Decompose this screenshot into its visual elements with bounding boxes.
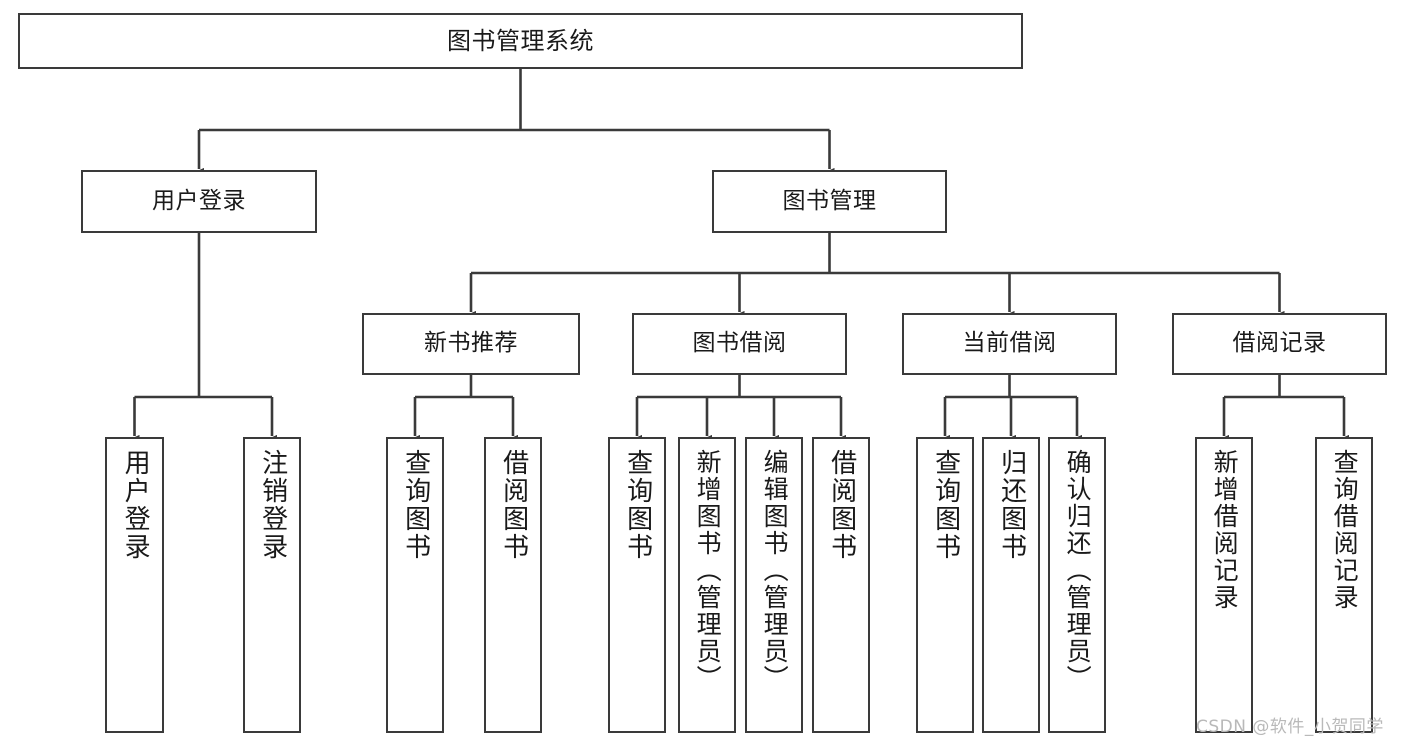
node-root[interactable]: 图书管理系统 (18, 13, 1023, 69)
node-label: 图书借阅 (692, 330, 787, 357)
node-l-b-query[interactable]: 查询图书 (608, 437, 666, 733)
node-label: 查询借阅记录 (1330, 449, 1360, 611)
node-label: 图书管理系统 (447, 26, 594, 55)
node-label: 借阅图书 (826, 449, 857, 561)
node-label: 查询图书 (622, 449, 653, 561)
node-label: 用户登录 (120, 449, 151, 561)
node-label: 当前借阅 (962, 330, 1057, 357)
node-label: 归还图书 (996, 449, 1027, 561)
node-l-b-edit[interactable]: 编辑图书（管理员） (745, 437, 803, 733)
node-l-nb-query[interactable]: 查询图书 (386, 437, 444, 733)
node-l-c-return[interactable]: 归还图书 (982, 437, 1040, 733)
node-label: 注销登录 (257, 449, 288, 561)
node-l-b-borrow[interactable]: 借阅图书 (812, 437, 870, 733)
node-l-c-confirm[interactable]: 确认归还（管理员） (1048, 437, 1106, 733)
node-l-c-query[interactable]: 查询图书 (916, 437, 974, 733)
node-bookmgmt[interactable]: 图书管理 (712, 170, 947, 233)
node-l-b-add[interactable]: 新增图书（管理员） (678, 437, 736, 733)
node-label: 图书管理 (782, 187, 877, 214)
node-label: 新增借阅记录 (1210, 449, 1240, 611)
node-label: 确认归还（管理员） (1063, 449, 1093, 692)
node-l-logout[interactable]: 注销登录 (243, 437, 301, 733)
node-label: 编辑图书（管理员） (760, 449, 790, 692)
node-label: 借阅记录 (1232, 330, 1327, 357)
node-label: 查询图书 (400, 449, 431, 561)
node-l-login[interactable]: 用户登录 (105, 437, 164, 733)
node-l-nb-borrow[interactable]: 借阅图书 (484, 437, 542, 733)
node-l-r-add[interactable]: 新增借阅记录 (1195, 437, 1253, 733)
node-label: 用户登录 (152, 187, 246, 214)
node-label: 查询图书 (930, 449, 961, 561)
node-label: 新书推荐 (424, 330, 518, 357)
node-l-r-query[interactable]: 查询借阅记录 (1315, 437, 1373, 733)
node-records[interactable]: 借阅记录 (1172, 313, 1387, 375)
node-login[interactable]: 用户登录 (81, 170, 317, 233)
node-current[interactable]: 当前借阅 (902, 313, 1117, 375)
node-borrow[interactable]: 图书借阅 (632, 313, 847, 375)
watermark-text: CSDN @软件_小贺同学 (1196, 717, 1384, 737)
node-label: 借阅图书 (498, 449, 529, 561)
node-label: 新增图书（管理员） (693, 449, 723, 692)
node-newbook[interactable]: 新书推荐 (362, 313, 580, 375)
